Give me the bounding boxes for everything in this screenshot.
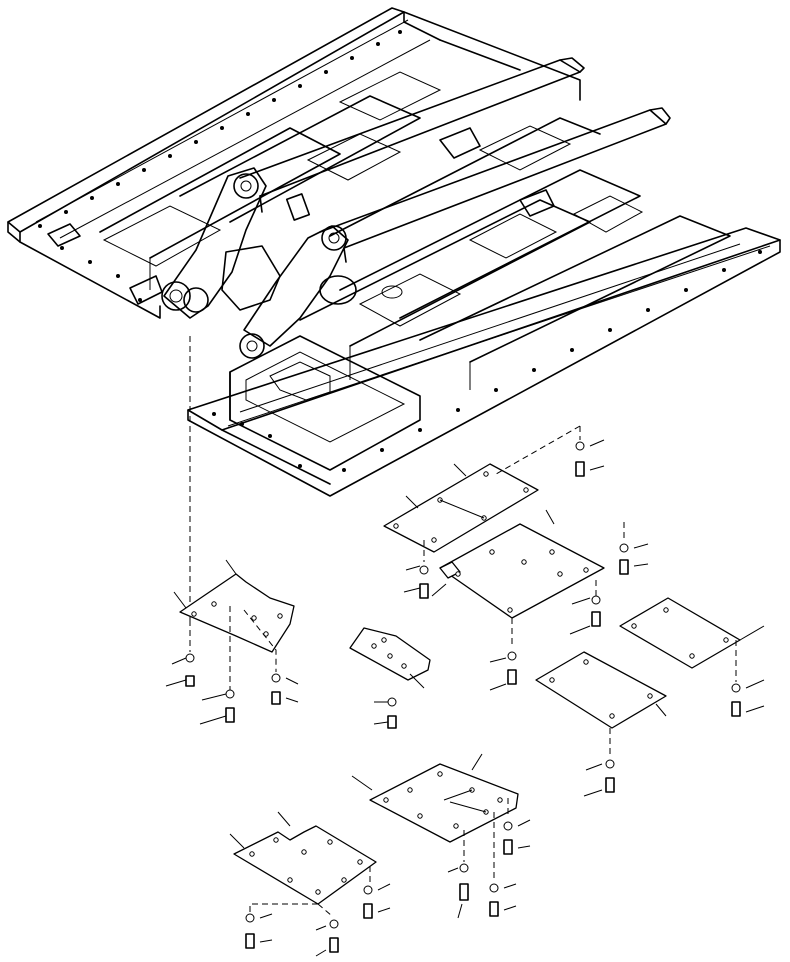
bolt-set-right-top <box>575 439 605 477</box>
bolt-set-right-mid <box>403 543 649 691</box>
cover-plate-center-small <box>349 627 431 729</box>
bolt-set-lower-center <box>447 819 531 919</box>
revolving-frame <box>7 7 781 497</box>
cover-plate-right-side <box>619 597 765 717</box>
bolt-set-left <box>165 653 299 725</box>
cover-plate-left-upper <box>173 559 295 690</box>
cover-plate-lower-center <box>351 753 519 882</box>
cover-plate-right-upper-a <box>383 425 581 553</box>
deck-bolts-right <box>212 250 762 472</box>
deck-bolts-left <box>38 30 402 302</box>
cover-plate-right-lower <box>535 651 667 797</box>
cover-plate-right-upper-b <box>423 509 625 648</box>
bolt-set-lower-left <box>245 883 391 957</box>
cover-plate-lower-left <box>229 811 377 917</box>
